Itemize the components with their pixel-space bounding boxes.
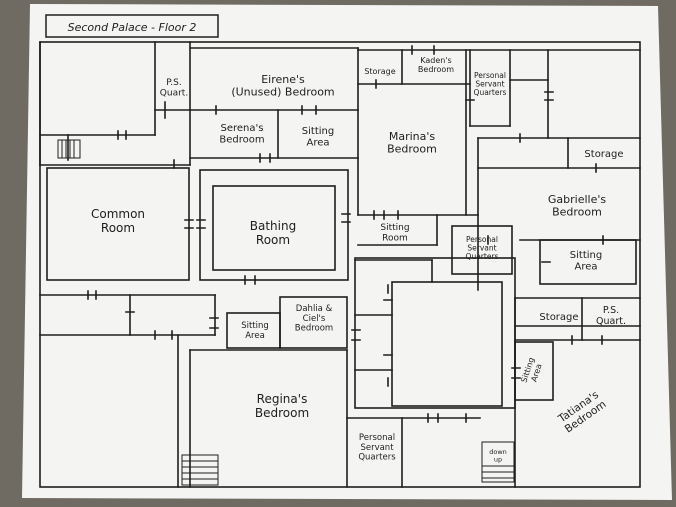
stairs-icon-top-left [57, 139, 81, 159]
room-label-line: Area [306, 138, 329, 149]
room-label-line: P.S. [603, 305, 619, 316]
room-label-line: Personal [466, 235, 498, 244]
room-label-line: (Unused) Bedroom [231, 86, 334, 99]
room-label-line: Area [574, 262, 597, 273]
room-label-line: Bedroom [295, 324, 333, 334]
room-label-line: Servant [475, 80, 504, 89]
room-label-storage-top: Storage [364, 67, 395, 76]
title-box: Second Palace - Floor 2 [45, 14, 219, 38]
room-label-line: Sitting [570, 250, 602, 261]
room-label-line: down [489, 448, 507, 456]
room-label-line: Room [382, 233, 408, 243]
room-label-line: Area [245, 331, 265, 341]
room-label-line: Kaden's [420, 56, 451, 65]
room-label-line: Personal [359, 433, 395, 443]
room-label-line: Bathing [250, 219, 296, 233]
room-label-line: Sitting [241, 321, 269, 331]
room-label-line: Serena's [221, 123, 264, 134]
room-label-line: up [494, 456, 502, 464]
room-label-line: Room [256, 233, 290, 247]
room-label-storage-lower: Storage [539, 312, 578, 323]
stairs-icon-downstairs [481, 441, 515, 483]
room-label-line: Regina's [257, 392, 308, 406]
room-label-line: Ciel's [303, 314, 326, 324]
room-label-ps-quart-lower: P.S.Quart. [596, 305, 626, 327]
room-label-line: Servant [467, 244, 496, 253]
room-label-line: Sitting [302, 126, 334, 137]
room-label-line: Personal [474, 71, 506, 80]
room-label-ps-quart-top: P.S.Quart. [160, 78, 188, 98]
stairs-icon-bottom-left [181, 454, 219, 486]
room-label-line: Bedroom [255, 406, 309, 420]
room-label-line: Marina's [389, 130, 436, 143]
room-label-line: Storage [584, 149, 623, 160]
room-label-storage-right: Storage [584, 149, 623, 160]
room-label-line: Servant [360, 443, 394, 453]
room-label-line: Quarters [474, 88, 507, 97]
room-label-line: Bedroom [418, 65, 454, 74]
room-label-line: Room [101, 221, 135, 235]
room-label-line: Eirene's [261, 73, 305, 86]
room-label-line: Quart. [596, 316, 626, 327]
plan-title: Second Palace - Floor 2 [68, 21, 197, 34]
room-label-line: Bedroom [552, 206, 602, 219]
room-label-line: Quarters [358, 453, 396, 463]
room-label-line: Storage [364, 67, 395, 76]
room-label-line: Quarters [466, 252, 499, 261]
room-label-line: P.S. [166, 78, 181, 88]
room-label-eirene-bedroom: Eirene's(Unused) Bedroom [231, 73, 334, 99]
room-label-line: Bedroom [219, 135, 264, 146]
room-label-line: Storage [539, 312, 578, 323]
room-label-line: Dahlia & [296, 304, 333, 314]
room-label-line: Gabrielle's [548, 193, 606, 206]
walls [39, 41, 641, 488]
room-label-line: Quart. [160, 88, 188, 98]
paper-sheet [22, 4, 672, 500]
room-label-line: Common [91, 207, 145, 221]
room-label-line: Bedroom [387, 143, 437, 156]
room-label-line: Sitting [380, 223, 409, 233]
